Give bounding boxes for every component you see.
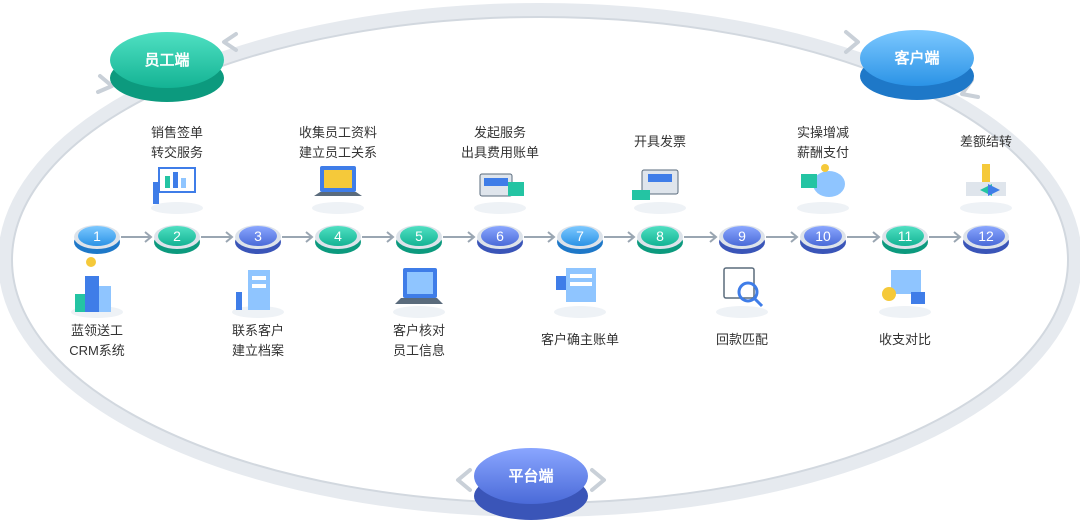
connector-arrow <box>443 231 476 243</box>
step-label-7: 客户确主账单 <box>520 330 640 350</box>
step-number: 3 <box>254 228 262 244</box>
step-label-5: 客户核对员工信息 <box>359 321 479 361</box>
step-label-line: 薪酬支付 <box>796 145 849 160</box>
step-label-line: 收集员工资料 <box>298 125 377 140</box>
step-number: 7 <box>576 228 584 244</box>
employee-endpoint-label: 员工端 <box>144 51 189 69</box>
step-node-7: 7 <box>557 225 603 254</box>
step-label-line: 差额结转 <box>959 134 1012 149</box>
step-label-line: 开具发票 <box>633 134 686 149</box>
step-icons <box>71 164 1012 318</box>
cash-register-icon <box>474 173 526 214</box>
transfer-icon <box>960 164 1012 214</box>
step-node-4: 4 <box>315 225 361 254</box>
step-label-line: 客户核对 <box>392 323 445 338</box>
invoice-printer-icon <box>632 169 686 214</box>
step-label-1: 蓝领送工 CRM系统 <box>37 321 157 361</box>
step-label-10: 实操增减薪酬支付 <box>763 123 883 163</box>
step-label-12: 差额结转 <box>926 132 1046 152</box>
step-label-line: 收支对比 <box>878 332 931 347</box>
connector-arrow <box>766 231 799 243</box>
step-label-line: 员工信息 <box>392 343 445 358</box>
step-label-line: 发起服务 <box>473 125 526 140</box>
step-label-line: CRM系统 <box>69 343 125 358</box>
step-label-9: 回款匹配 <box>682 330 802 350</box>
step-number: 1 <box>93 228 101 244</box>
comparison-icon <box>879 270 931 318</box>
employee-endpoint: 员工端 <box>110 32 224 102</box>
step-node-3: 3 <box>235 225 281 254</box>
connector-arrow <box>201 231 234 243</box>
step-node-10: 10 <box>800 225 846 254</box>
platform-endpoint: 平台端 <box>474 448 588 520</box>
step-node-12: 12 <box>963 225 1009 254</box>
step-number: 4 <box>334 228 342 244</box>
step-number: 11 <box>898 228 913 244</box>
step-label-6: 发起服务出具费用账单 <box>440 123 560 163</box>
presentation-icon <box>151 167 203 214</box>
connector-arrow <box>121 231 153 243</box>
step-connectors <box>121 231 962 243</box>
step-label-line: 建立档案 <box>231 343 284 358</box>
connector-arrow <box>524 231 556 243</box>
step-label-2: 销售签单转交服务 <box>117 123 237 163</box>
step-node-1: 1 <box>74 225 120 254</box>
customer-endpoint: 客户端 <box>860 30 974 100</box>
step-node-2: 2 <box>154 225 200 254</box>
step-label-4: 收集员工资料建立员工关系 <box>278 123 398 163</box>
connector-arrow <box>604 231 636 243</box>
laptop-icon <box>312 166 364 214</box>
step-label-line: 回款匹配 <box>715 332 768 347</box>
step-label-3: 联系客户建立档案 <box>198 321 318 361</box>
step-label-line: 销售签单 <box>150 125 203 140</box>
step-node-11: 11 <box>882 225 928 254</box>
step-label-line: 建立员工关系 <box>298 145 377 160</box>
building-icon <box>71 257 123 318</box>
step-number: 5 <box>415 228 423 244</box>
step-label-11: 收支对比 <box>845 330 965 350</box>
customer-endpoint-label: 客户端 <box>893 49 939 67</box>
step-number: 6 <box>496 228 504 244</box>
step-node-6: 6 <box>477 225 523 254</box>
step-node-5: 5 <box>396 225 442 254</box>
piggy-bank-icon <box>797 164 849 214</box>
step-number: 9 <box>738 228 746 244</box>
cycle-arrows <box>96 30 980 492</box>
connector-arrow <box>929 231 962 243</box>
step-number: 8 <box>656 228 664 244</box>
step-node-9: 9 <box>719 225 765 254</box>
step-number: 2 <box>173 228 181 244</box>
connector-arrow <box>847 231 881 243</box>
archive-icon <box>232 270 284 318</box>
connector-arrow <box>282 231 314 243</box>
step-number: 10 <box>815 228 831 244</box>
step-number: 12 <box>978 228 994 244</box>
step-label-line: 实操增减 <box>796 125 849 140</box>
magnifier-icon <box>716 267 768 318</box>
step-label-line: 联系客户 <box>231 323 284 338</box>
step-node-8: 8 <box>637 225 683 254</box>
step-label-line: 客户确主账单 <box>540 332 619 347</box>
document-board-icon <box>554 268 606 318</box>
connector-arrow <box>362 231 395 243</box>
step-label-line: 转交服务 <box>150 145 203 160</box>
step-label-line: 出具费用账单 <box>460 145 539 160</box>
monitor-icon <box>393 268 445 318</box>
step-label-8: 开具发票 <box>600 132 720 152</box>
connector-arrow <box>684 231 718 243</box>
step-label-line: 蓝领送工 <box>70 323 123 338</box>
platform-endpoint-label: 平台端 <box>508 467 553 485</box>
